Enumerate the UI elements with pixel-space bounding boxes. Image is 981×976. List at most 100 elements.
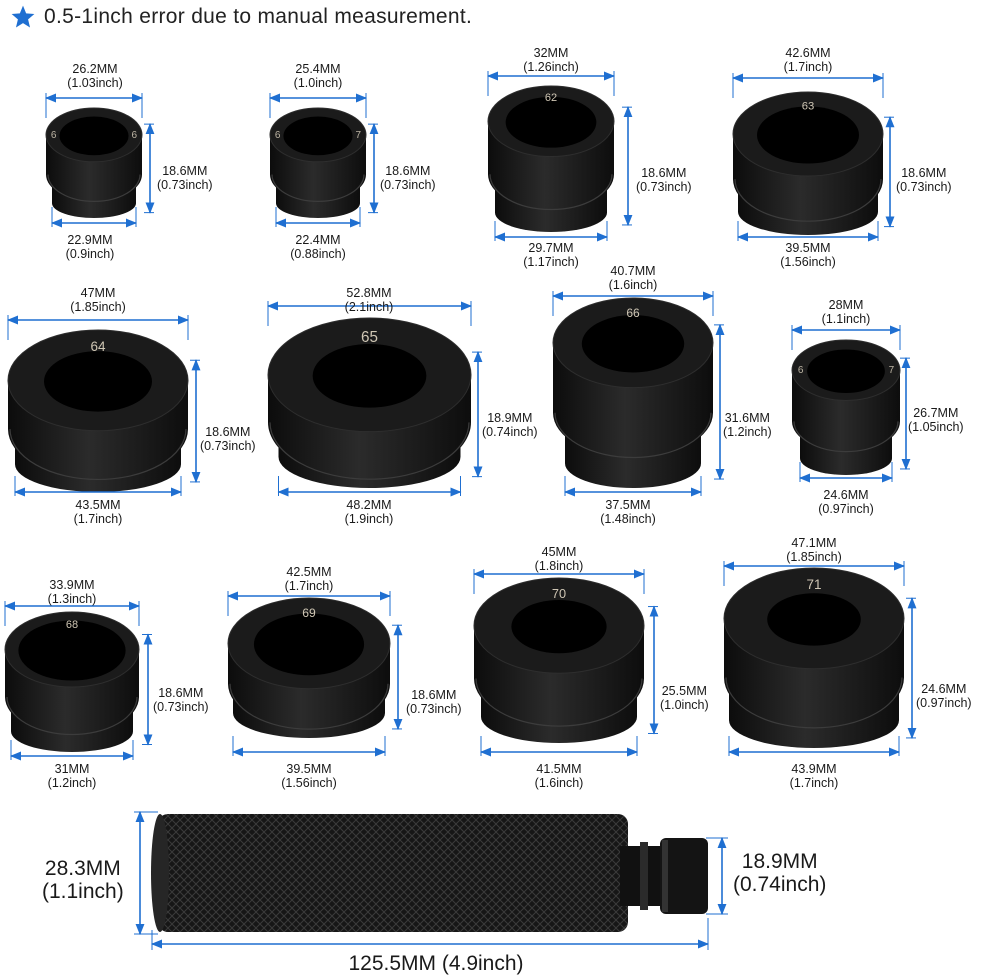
bushing-step-edge <box>9 429 187 481</box>
bushing-65: 65 <box>267 317 472 489</box>
bushing-side-mark: 6 <box>275 130 281 141</box>
bottom-width-label-line: (1.17inch) <box>523 255 579 269</box>
top-width-label-line: 33.9MM <box>49 578 95 592</box>
top-width-label: 32MM(1.26inch) <box>523 46 579 74</box>
bottom-width-label-line: (0.88inch) <box>290 247 346 261</box>
top-width-label: 45MM(1.8inch) <box>535 545 584 573</box>
bushing-step-edge <box>47 174 141 202</box>
handle-length-label-line: 125.5MM (4.9inch) <box>348 952 524 975</box>
height-label-line: 24.6MM <box>921 682 967 696</box>
bushing-71: 71 <box>723 567 905 749</box>
bushing-number: 69 <box>302 606 316 620</box>
height-label: 18.6MM(0.73inch) <box>200 425 256 453</box>
bushing-bore <box>757 106 859 164</box>
bushing-66: 66 <box>552 297 714 488</box>
bushing-step-edge <box>6 696 138 736</box>
handle-diameter-label: 28.3MM(1.1inch) <box>42 857 124 903</box>
top-width-label: 33.9MM(1.3inch) <box>48 578 97 606</box>
bottom-width-label: 37.5MM(1.48inch) <box>600 498 656 526</box>
bushing-step-edge <box>793 421 899 453</box>
top-width-label-line: (1.85inch) <box>786 550 842 564</box>
top-width-label: 42.5MM(1.7inch) <box>285 565 334 593</box>
height-label: 31.6MM(1.2inch) <box>723 411 772 439</box>
bushing-number: 65 <box>361 329 378 346</box>
bottom-width-label-line: (0.9inch) <box>65 247 115 261</box>
bushing-62: 62 <box>487 85 615 232</box>
height-label-line: (0.73inch) <box>200 439 256 453</box>
bottom-width-label-line: (1.7inch) <box>789 776 839 790</box>
top-width-label-line: 47.1MM <box>791 536 837 550</box>
bushing-bore <box>312 344 427 408</box>
bushing-bore <box>505 96 597 148</box>
top-width-label-line: (1.3inch) <box>47 592 97 606</box>
bushing-number: 68 <box>66 619 78 631</box>
top-width-label-line: 25.4MM <box>295 62 341 76</box>
bottom-width-label-line: 24.6MM <box>823 488 869 502</box>
bottom-width-label-line: 48.2MM <box>346 498 392 512</box>
height-label-line: (1.05inch) <box>908 420 964 434</box>
height-label-line: 18.6MM <box>158 686 204 700</box>
height-label: 18.6MM(0.73inch) <box>636 166 692 194</box>
bottom-width-label-line: 31MM <box>54 762 90 776</box>
bottom-width-label-line: 29.7MM <box>528 241 574 255</box>
height-label-line: 18.6MM <box>641 166 687 180</box>
bottom-width-label: 41.5MM(1.6inch) <box>535 762 584 790</box>
bottom-width-label: 39.5MM(1.56inch) <box>780 241 836 269</box>
bottom-width-label: 22.4MM(0.88inch) <box>290 233 346 261</box>
measurement-note: 0.5-1inch error due to manual measuremen… <box>10 4 472 30</box>
top-width-label-line: (1.03inch) <box>67 76 123 90</box>
handle-ring-1 <box>640 842 648 910</box>
bushing-unnumbered-7 <box>791 339 901 475</box>
top-width-label-line: 28MM <box>828 298 864 312</box>
height-label: 18.6MM(0.73inch) <box>896 166 952 194</box>
bushing-unnumbered-1 <box>269 107 367 218</box>
bushing-number: 63 <box>802 101 815 113</box>
bushing-side-mark: 6 <box>51 130 57 141</box>
top-width-label-line: 52.8MM <box>346 286 392 300</box>
height-label-line: (0.97inch) <box>916 696 972 710</box>
bushing-step-edge <box>475 678 643 727</box>
bottom-width-label: 31MM(1.2inch) <box>48 762 97 790</box>
bushing-number: 66 <box>626 306 640 320</box>
top-width-label-line: (1.1inch) <box>821 312 871 326</box>
bushing-side-mark: 7 <box>889 365 895 376</box>
height-label-line: (0.73inch) <box>896 180 952 194</box>
bottom-width-label: 43.5MM(1.7inch) <box>74 498 123 526</box>
bushing-bore <box>44 351 152 412</box>
top-width-label-line: (2.1inch) <box>344 300 394 314</box>
height-label-line: 25.5MM <box>661 684 707 698</box>
height-label: 24.6MM(0.97inch) <box>916 682 972 710</box>
top-width-label: 52.8MM(2.1inch) <box>345 286 394 314</box>
top-width-label: 47.1MM(1.85inch) <box>786 536 842 564</box>
bottom-width-label: 22.9MM(0.9inch) <box>66 233 115 261</box>
height-label-line: 18.6MM <box>411 688 457 702</box>
height-label: 18.9MM(0.74inch) <box>482 411 538 439</box>
bottom-width-label-line: (1.7inch) <box>73 512 123 526</box>
height-label-line: 18.9MM <box>487 411 533 425</box>
handle-end-cap <box>151 814 169 932</box>
bottom-width-label-line: (1.6inch) <box>534 776 584 790</box>
bottom-width-label: 39.5MM(1.56inch) <box>281 762 337 790</box>
bushing-number: 71 <box>806 577 821 592</box>
bushing-side-mark: 6 <box>798 365 804 376</box>
bottom-width-label-line: 43.9MM <box>791 762 837 776</box>
handle-knurled-grip <box>158 814 628 932</box>
bushing-step-edge <box>489 174 613 211</box>
top-width-label-line: 45MM <box>541 545 577 559</box>
bushing-bore <box>253 613 365 676</box>
top-width-label-line: (1.0inch) <box>293 76 343 90</box>
top-width-label-line: (1.8inch) <box>534 559 584 573</box>
top-width-label-line: 47MM <box>80 286 116 300</box>
bushing-bore <box>767 593 861 646</box>
top-width-label-line: (1.26inch) <box>523 60 579 74</box>
bottom-width-label-line: 39.5MM <box>286 762 332 776</box>
handle-tip-label-line: 18.9MM <box>741 850 818 873</box>
top-width-label-line: (1.85inch) <box>70 300 126 314</box>
bottom-width-label-line: 41.5MM <box>536 762 582 776</box>
star-icon <box>11 5 35 28</box>
bushing-64: 64 <box>7 329 189 492</box>
bottom-width-label-line: (1.56inch) <box>780 255 836 269</box>
height-label-line: 31.6MM <box>724 411 770 425</box>
bottom-width-label-line: 22.9MM <box>67 233 113 247</box>
